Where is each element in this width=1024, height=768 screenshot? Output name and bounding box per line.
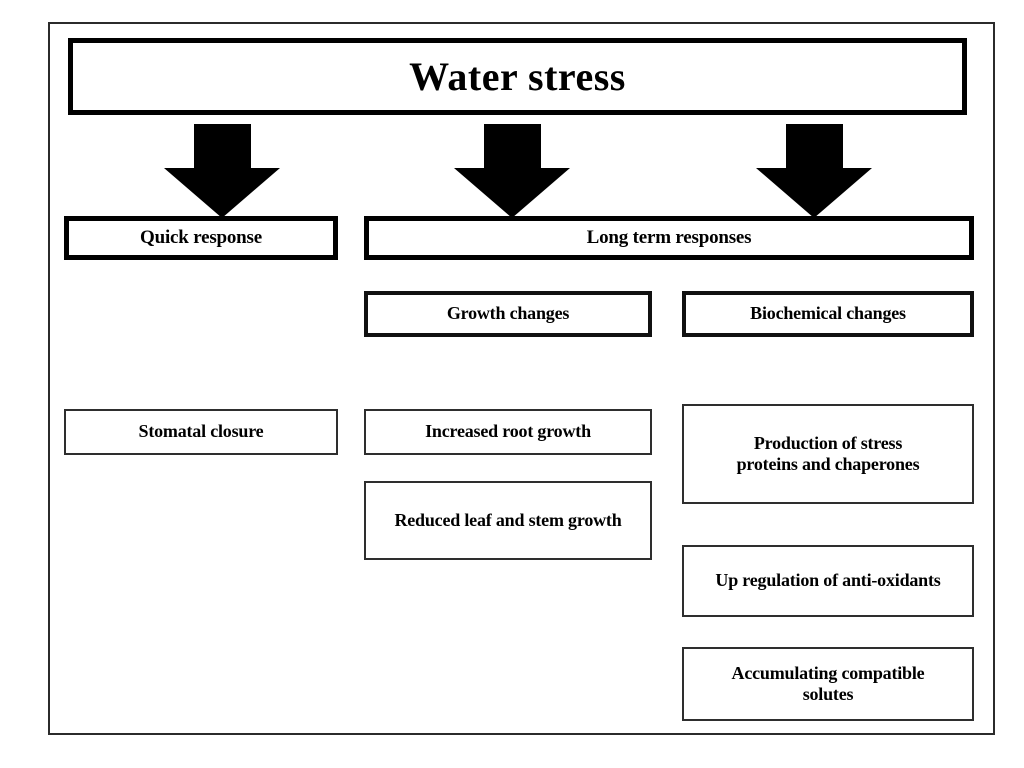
node-quick-response-label: Quick response xyxy=(140,226,262,248)
node-biochemical-changes: Biochemical changes xyxy=(682,291,974,337)
node-biochemical-changes-label: Biochemical changes xyxy=(750,303,906,324)
node-increased-root-growth-label: Increased root growth xyxy=(425,421,591,442)
node-accumulating-compatible-solutes-label: Accumulating compatible solutes xyxy=(731,662,925,704)
node-water-stress-label: Water stress xyxy=(409,53,626,99)
node-growth-changes-label: Growth changes xyxy=(446,303,570,324)
arrow-head xyxy=(454,168,570,218)
node-quick-response: Quick response xyxy=(64,216,338,260)
node-reduced-leaf-and-stem-growth-label: Reduced leaf and stem growth xyxy=(394,509,622,530)
node-water-stress: Water stress xyxy=(68,38,967,115)
node-up-regulation-of-antioxidants: Up regulation of anti-oxidants xyxy=(682,545,974,617)
arrow-shaft xyxy=(194,124,251,170)
arrow-shaft xyxy=(786,124,843,170)
node-stomatal-closure: Stomatal closure xyxy=(64,409,338,455)
node-increased-root-growth: Increased root growth xyxy=(364,409,652,455)
node-long-term-responses: Long term responses xyxy=(364,216,974,260)
node-growth-changes: Growth changes xyxy=(364,291,652,337)
node-reduced-leaf-and-stem-growth: Reduced leaf and stem growth xyxy=(364,481,652,560)
diagram-frame: Water stress Quick response Long term re… xyxy=(48,22,995,735)
node-production-of-stress-proteins: Production of stress proteins and chaper… xyxy=(682,404,974,504)
arrow-head xyxy=(164,168,280,218)
node-long-term-responses-label: Long term responses xyxy=(586,226,752,248)
arrow-shaft xyxy=(484,124,541,170)
node-up-regulation-of-antioxidants-label: Up regulation of anti-oxidants xyxy=(715,570,941,591)
node-production-of-stress-proteins-label: Production of stress proteins and chaper… xyxy=(736,432,920,474)
node-accumulating-compatible-solutes: Accumulating compatible solutes xyxy=(682,647,974,721)
arrow-head xyxy=(756,168,872,218)
node-stomatal-closure-label: Stomatal closure xyxy=(138,421,264,442)
